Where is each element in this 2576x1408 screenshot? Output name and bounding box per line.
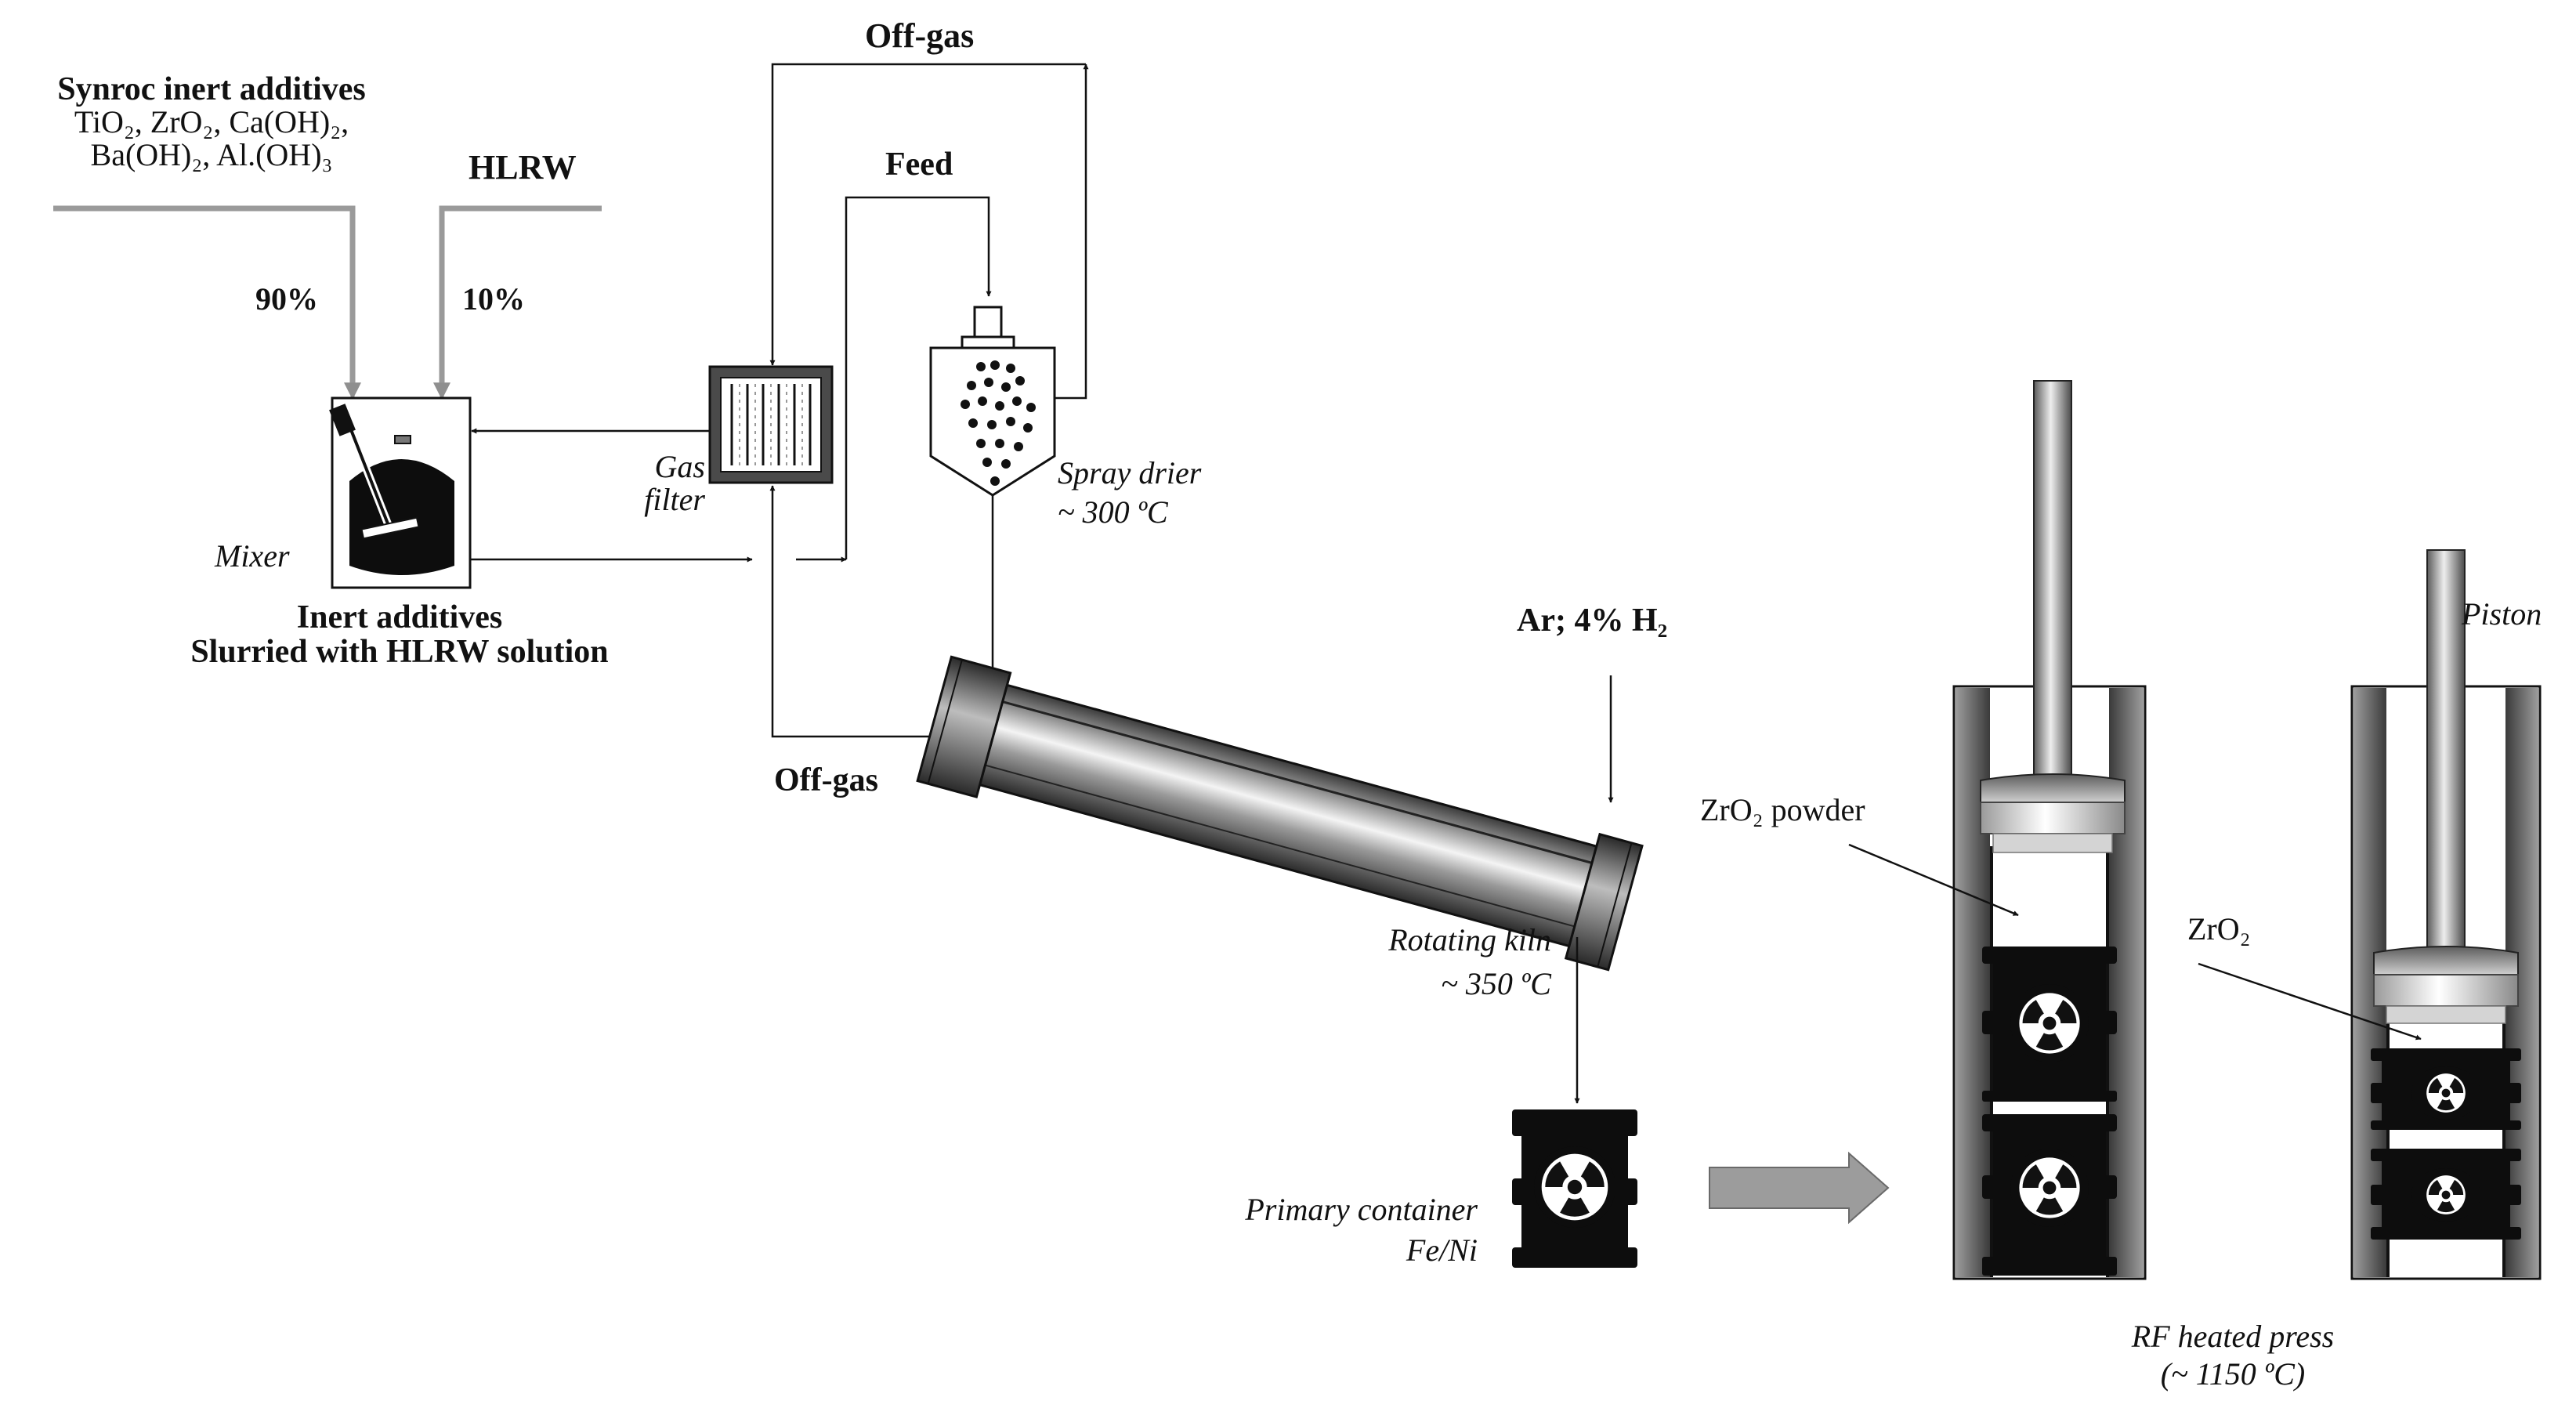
spray-droplets: [961, 360, 1036, 486]
offgas-bottom-label: Off-gas: [774, 762, 878, 798]
mixer-vessel: [329, 396, 472, 589]
kiln-label-line1: Rotating kiln: [1388, 922, 1551, 957]
spray-drier-label-line1: Spray drier: [1058, 455, 1202, 490]
hlrw-feed-line: [433, 205, 602, 400]
slurry-label-line2: Slurried with HLRW solution: [190, 634, 609, 670]
percent-90-label: 90%: [255, 281, 318, 317]
radiation-trefoil-icon: [2010, 1149, 2089, 1227]
radiation-trefoil-icon: [2411, 1168, 2480, 1222]
zro2-powder-pointer: [1848, 843, 2019, 917]
gas-filter-label-line1: Gas: [654, 449, 705, 484]
spray-drier: [929, 306, 1056, 497]
offgas-top-label: Off-gas: [865, 16, 975, 55]
gas-filter: [708, 365, 834, 484]
spray-drier-label-line2: ~ 300 ºC: [1058, 494, 1168, 530]
press-cylinder-left: [1952, 380, 2147, 1280]
feed-label: Feed: [885, 147, 953, 183]
press-label-line2: (~ 1150 ºC): [2160, 1356, 2306, 1392]
transfer-arrow: [1709, 1151, 1890, 1225]
primary-container-label-line2: Fe/Ni: [1406, 1232, 1478, 1268]
additives-formula-line1: TiO₂, ZrO₂, Ca(OH)₂,: [74, 104, 349, 139]
mixer-label: Mixer: [215, 538, 290, 574]
mixer-stirrer-icon: [329, 404, 420, 540]
additives-formula-line2: Ba(OH)₂, Al.(OH)₃: [90, 137, 333, 172]
offgas-bottom-line: [769, 485, 948, 738]
radiation-trefoil-icon: [2411, 1066, 2480, 1120]
press-label-line1: RF heated press: [2131, 1319, 2335, 1354]
press-cylinder-right: [2350, 549, 2542, 1280]
slurry-label-line1: Inert additives: [296, 599, 503, 635]
additives-title: Synroc inert additives: [57, 71, 366, 107]
additives-feed-line: [53, 205, 361, 400]
kiln-label-line2: ~ 350 ºC: [1441, 966, 1551, 1001]
mixer-to-drier-line: [470, 196, 992, 563]
radiation-trefoil-icon: [1534, 1146, 1615, 1228]
piston-label: Piston: [2462, 596, 2542, 632]
zro2-label: ZrO₂: [2187, 911, 2251, 947]
gas-filter-label-line2: filter: [644, 482, 705, 517]
radiation-trefoil-icon: [2010, 984, 2089, 1062]
percent-10-label: 10%: [462, 281, 525, 317]
primary-container-label-line1: Primary container: [1245, 1192, 1478, 1227]
ar-h2-label: Ar; 4% H₂: [1517, 603, 1668, 639]
zro2-powder-label: ZrO₂ powder: [1700, 792, 1865, 827]
rotating-kiln: [916, 655, 1644, 972]
hlrw-label: HLRW: [469, 148, 577, 186]
zro2-pointer: [2198, 962, 2422, 1041]
primary-container: [1512, 1109, 1637, 1268]
